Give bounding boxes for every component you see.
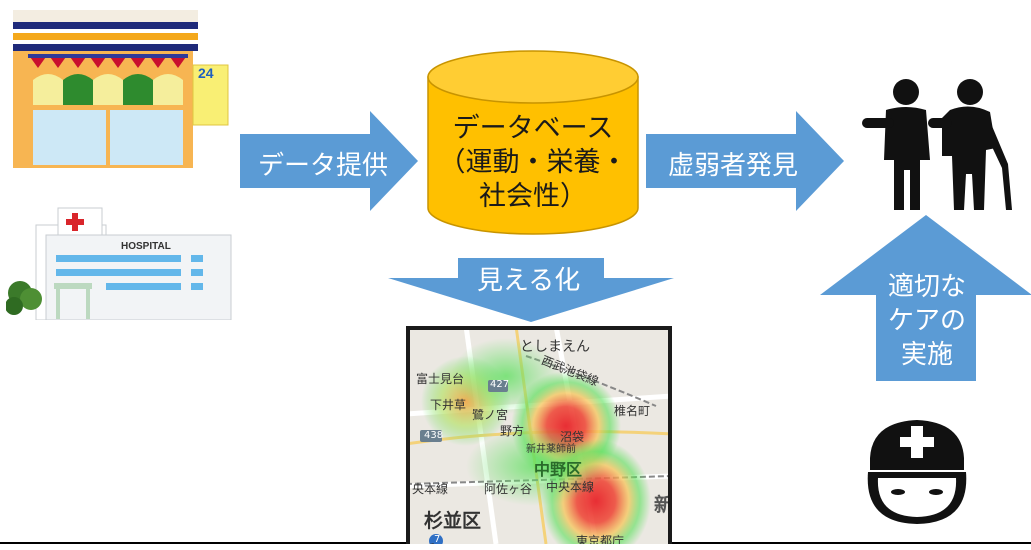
data-provision-label: データ提供 bbox=[258, 151, 389, 181]
map-label-shin-igo: 新井薬師前 bbox=[526, 444, 576, 455]
map-label-toshimaen: としまえん bbox=[520, 339, 590, 355]
care-label-line3: 実施 bbox=[900, 340, 953, 370]
map-label-tokyo-gov: 東京都庁 bbox=[576, 534, 625, 544]
map-label-route7: 7 bbox=[434, 534, 441, 544]
appropriate-care-arrow bbox=[820, 215, 1031, 381]
database-label-line1: データベース bbox=[452, 113, 614, 144]
heat-map: としまえん 西武池袋線 富士見台 427 下井草 鷺ノ宮 椎名町 野方 沼袋 新… bbox=[406, 326, 672, 544]
frail-detection-arrow bbox=[646, 111, 844, 211]
map-label-nakano: 中野区 bbox=[534, 460, 583, 479]
hospital-sign: HOSPITAL bbox=[121, 241, 171, 252]
map-label-numabukuro: 沼袋 bbox=[560, 430, 585, 444]
map-label-route427: 427 bbox=[490, 379, 510, 390]
visualization-arrow bbox=[388, 258, 674, 322]
map-label-shiinamachi: 椎名町 bbox=[614, 404, 651, 418]
map-label-suginami: 杉並区 bbox=[424, 510, 482, 532]
map-label-fujimidai: 富士見台 bbox=[416, 372, 465, 386]
map-label-asagaya: 阿佐ヶ谷 bbox=[484, 482, 533, 496]
frail-detection-label: 虚弱者発見 bbox=[668, 151, 799, 181]
convenience-store-icon: 24 bbox=[13, 10, 229, 168]
care-label-line2: ケアの bbox=[887, 306, 966, 336]
hospital-icon: HOSPITAL bbox=[6, 207, 232, 320]
database-cylinder-icon bbox=[427, 50, 639, 235]
care-label-line1: 適切な bbox=[887, 272, 966, 302]
map-label-saginomiya: 鷺ノ宮 bbox=[472, 408, 509, 422]
visualization-label: 見える化 bbox=[477, 266, 581, 296]
map-label-nogata: 野方 bbox=[500, 424, 525, 438]
map-label-route438: 438 bbox=[424, 430, 444, 441]
database-label-line3: 社会性） bbox=[479, 181, 587, 212]
database-label-line2: （運動・栄養・ bbox=[438, 147, 628, 178]
elderly-people-icon bbox=[862, 79, 1012, 210]
map-label-shimoigusa: 下井草 bbox=[430, 398, 467, 412]
map-label-hill: ヶ丘 bbox=[412, 540, 436, 544]
map-label-shinjuku-partial: 新 bbox=[654, 494, 672, 516]
map-label-chuo-line-left: 央本線 bbox=[412, 482, 449, 496]
map-label-chuo-line-right: 中央本線 bbox=[546, 480, 595, 494]
store-sign-number: 24 bbox=[198, 65, 214, 81]
data-provision-arrow bbox=[240, 111, 418, 211]
nurse-icon bbox=[867, 420, 967, 524]
